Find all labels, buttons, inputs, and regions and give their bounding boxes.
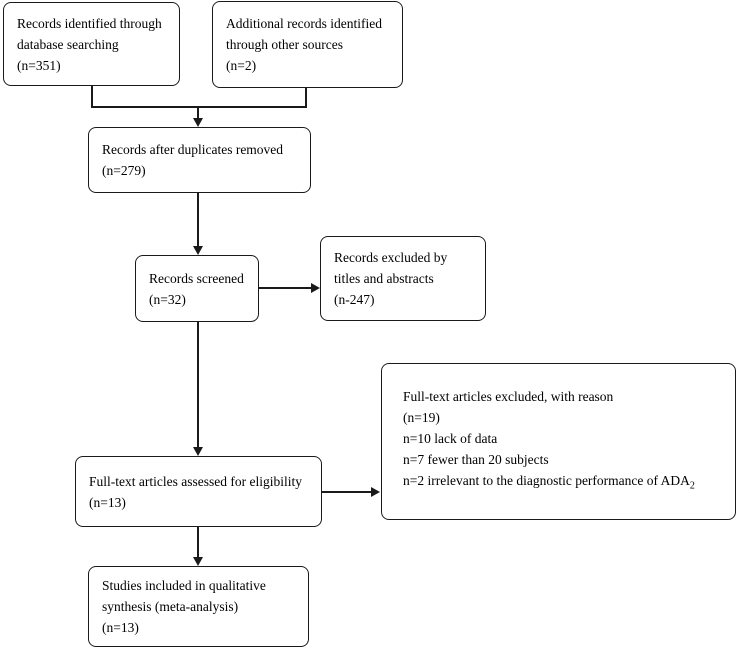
- box-fulltext-excluded: Full-text articles excluded, with reason…: [381, 363, 736, 520]
- text-line: titles and abstracts: [334, 271, 434, 286]
- text-line: (n=279): [102, 163, 146, 178]
- text-line: (n=19): [403, 410, 440, 426]
- connector-duplicates-screened: [197, 193, 199, 247]
- text-line: (n=13): [102, 620, 139, 635]
- box-additional-records: Additional records identified through ot…: [212, 1, 403, 88]
- ada-subscript: 2: [689, 480, 695, 492]
- arrowhead-to-excluded-fulltext: [371, 487, 380, 497]
- arrowhead-to-duplicates: [193, 118, 203, 127]
- connector-screened-assessed: [197, 322, 199, 448]
- text-line: (n=32): [149, 291, 186, 307]
- text-line: synthesis (meta-analysis): [102, 599, 239, 614]
- text-line: (n=13): [89, 494, 126, 510]
- text-line: database searching: [17, 36, 119, 52]
- connector-screened-excluded: [259, 287, 312, 289]
- text-line: (n=2): [226, 58, 257, 73]
- arrowhead-to-included: [193, 557, 203, 566]
- arrowhead-to-excluded-titles: [311, 283, 320, 293]
- text-line: (n-247): [334, 292, 375, 307]
- box-records-screened: Records screened (n=32): [135, 255, 259, 322]
- box-records-identified: Records identified through database sear…: [3, 2, 180, 86]
- box-duplicates-removed: Records after duplicates removed (n=279): [88, 127, 311, 193]
- text-line: Additional records identified: [226, 16, 382, 31]
- connector-from-identified: [91, 85, 93, 108]
- text-line: Records identified through: [17, 15, 162, 31]
- text-line: n=10 lack of data: [403, 431, 498, 447]
- connector-assessed-included: [197, 527, 199, 558]
- text-line: Full-text articles assessed for eligibil…: [89, 473, 302, 489]
- text-line: Records after duplicates removed: [102, 142, 284, 157]
- connector-from-additional: [305, 87, 307, 108]
- text-line: Records screened: [149, 270, 244, 286]
- connector-merge-horizontal: [91, 106, 307, 108]
- text-line: Full-text articles excluded, with reason: [403, 389, 614, 405]
- connector-merge-down: [197, 106, 199, 119]
- text-line: (n=351): [17, 57, 61, 73]
- connector-assessed-excluded: [322, 491, 372, 493]
- arrowhead-to-assessed: [193, 447, 203, 456]
- ada-line-text: n=2 irrelevant to the diagnostic perform…: [403, 473, 690, 489]
- text-line: Studies included in qualitative: [102, 578, 266, 593]
- text-line: Records excluded by: [334, 250, 448, 265]
- box-studies-included: Studies included in qualitative synthesi…: [88, 566, 309, 647]
- text-line-ada: n=2 irrelevant to the diagnostic perform…: [403, 470, 725, 497]
- box-fulltext-assessed: Full-text articles assessed for eligibil…: [75, 456, 322, 527]
- arrowhead-to-screened: [193, 246, 203, 255]
- box-records-excluded-titles-abstracts: Records excluded by titles and abstracts…: [320, 236, 486, 321]
- text-line: n=7 fewer than 20 subjects: [403, 452, 549, 468]
- text-line: through other sources: [226, 37, 343, 52]
